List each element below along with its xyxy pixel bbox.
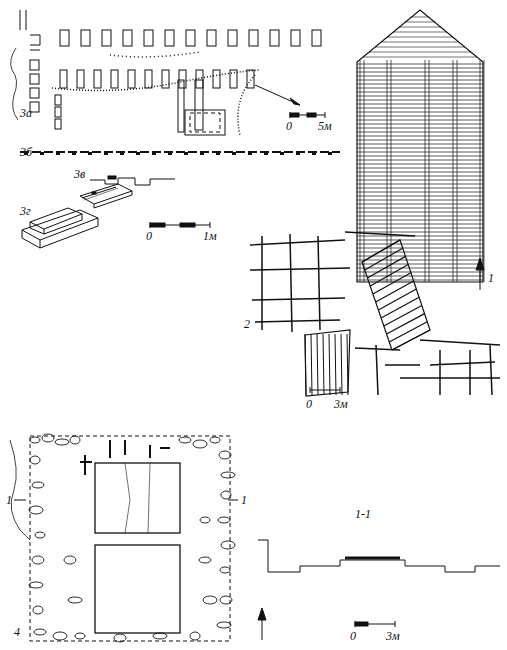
figure-label: 1-1 [355,508,371,520]
figure-label: 0 [146,230,152,242]
figure-label: 2 [244,318,250,330]
figure-label: 4 [14,626,20,638]
log-tower [357,10,484,282]
figure-label: 1 [6,494,12,506]
figure-label: 0 [350,630,356,642]
figure-label: 1 [488,272,494,284]
log-block-sketch [22,184,132,248]
figure-label: 5м [318,120,332,132]
figure-label: 3а [20,107,32,119]
log-frame-plan [250,232,500,396]
figure-label: 3б [20,146,32,158]
stone-log-plan [10,434,238,642]
figure-label: 1 [241,494,247,506]
section-1-1 [258,540,500,640]
figure-label: 0 [286,120,292,132]
figure-label: 3г [20,205,31,217]
figure-label: 0 [306,398,312,410]
figure-label: 3м [334,398,348,410]
figure-label: 1м [203,230,217,242]
figure-label: 3м [386,630,400,642]
figure-label: 3в [74,168,85,180]
plan-3a [11,10,325,135]
